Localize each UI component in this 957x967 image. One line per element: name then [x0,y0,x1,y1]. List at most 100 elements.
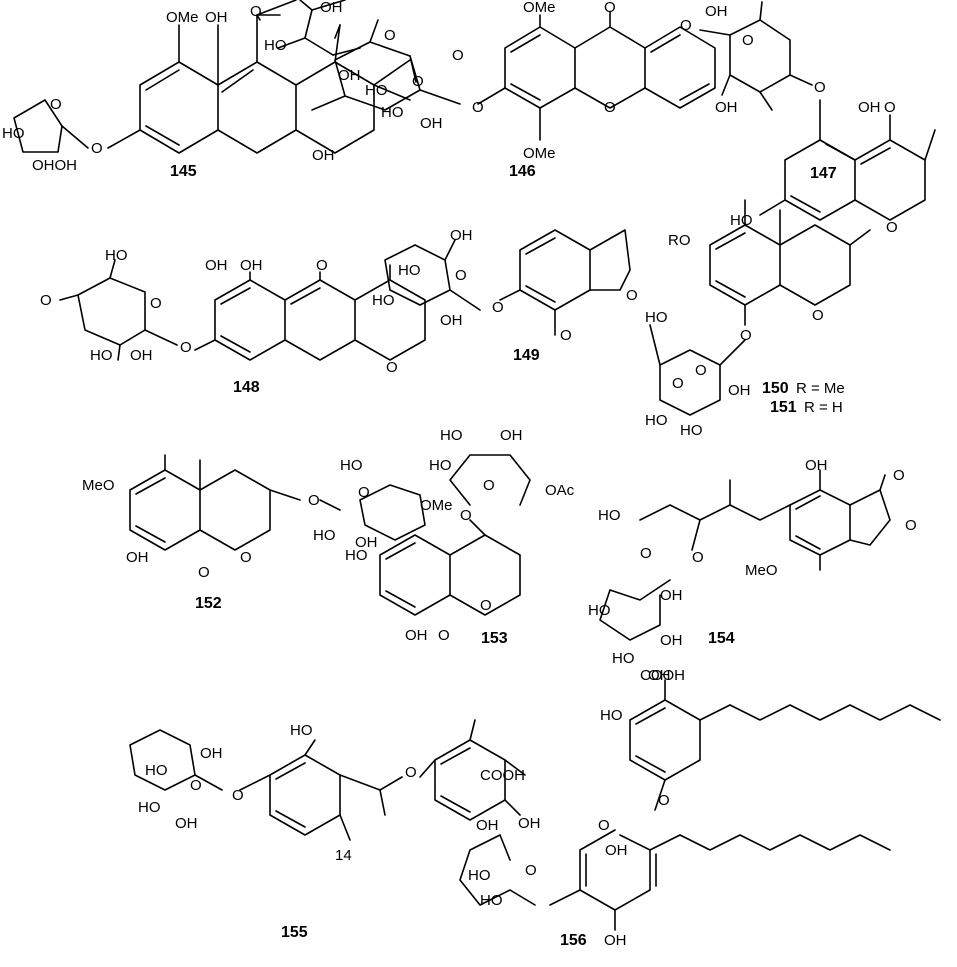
label-ho: HO [381,104,404,121]
label-o: O [692,549,704,566]
label-ho: HO [600,707,623,724]
label-ho: HO [730,212,753,229]
label-o: O [604,0,616,16]
label-ho: HO [645,412,668,429]
label-o: O [386,359,398,376]
label-o: O [560,327,572,344]
label-ho: HO [365,82,388,99]
label-o: O [316,257,328,274]
label-ho: HO [145,762,168,779]
label-o: O [604,99,616,116]
label-oh: OH [338,67,361,84]
label-o: O [905,517,917,534]
compound-145: OMe OH O O HO OHOH O OH 145 [2,0,411,180]
label-oh: OH [476,817,499,834]
compound-150-151: RO O O O HO O HO OH HO 150 R = Me 151 R … [645,199,871,439]
compound-number: 148 [233,379,260,396]
compound-number: 156 [560,932,587,949]
label-o: O [884,99,896,116]
label-o: O [384,27,396,44]
label-o: O [240,549,252,566]
label-oh: OH [605,842,628,859]
label-ho: HO [612,650,635,667]
label-o: O [814,79,826,96]
compound-155: OH HO O O O COOH HO OH HO OH 14 155 [129,719,526,941]
label-ome: OMe [523,145,556,162]
label-ho: HO [398,262,421,279]
compound-149: OH HO O HO OH O O O 149 [372,227,638,364]
label-oh: OH [240,257,263,274]
label-oh: OH [355,534,378,551]
compound-number: 155 [281,924,308,941]
label-o: O [483,477,495,494]
label-o: O [91,140,103,157]
label-ho: HO [345,547,368,564]
label-o: O [640,545,652,562]
compound-number: 146 [509,163,536,180]
label-ro: RO [668,232,691,249]
label-o: O [480,597,492,614]
label-ho: HO [680,422,703,439]
label-o: O [308,492,320,509]
label-o: O [455,267,467,284]
label-oh: OH [500,427,523,444]
label-o: O [232,787,244,804]
label-oh: OH [130,347,153,364]
compound-suffix: R = Me [796,380,845,397]
label-o: O [740,327,752,344]
label-o: O [40,292,52,309]
compound-154: OH HO O O O MeO O OH HO OH HO OH 154 [588,457,917,684]
label-o: O [742,32,754,49]
compound-number: 147 [810,165,837,182]
compound-148: OH OH O HO O O HO OH O O 148 [40,247,426,396]
label-ho: HO [645,309,668,326]
label-ho: HO [429,457,452,474]
label-o: O [658,792,670,809]
label-o: O [626,287,638,304]
label-oh: OH [728,382,751,399]
label-ho: HO [313,527,336,544]
label-oh: OH [660,632,683,649]
compound-number: 145 [170,163,197,180]
label-oh: OH [405,627,428,644]
label-o: O [405,764,417,781]
label-meo: MeO [82,477,115,494]
label-oh: OH [200,745,223,762]
label-o: O [893,467,905,484]
label-oh: OH [175,815,198,832]
label-ho: HO [2,125,25,142]
label-ho: HO [588,602,611,619]
label-oh: OH [320,0,343,16]
label-oh: OH [205,9,228,26]
label-o: O [150,295,162,312]
label-ho: HO [340,457,363,474]
label-o: O [472,99,484,116]
compound-number: 154 [708,630,735,647]
compound-number: 152 [195,595,222,612]
label-oh: OH [312,147,335,164]
label-ho: HO [372,292,395,309]
label-o: O [812,307,824,324]
label-oh: OH [805,457,828,474]
label-oh: OH [450,227,473,244]
label-oac: OAc [545,482,575,499]
label-meo: MeO [745,562,778,579]
label-cooh: COOH [480,767,525,784]
label-oh: OH [126,549,149,566]
label-ho: HO [480,892,503,909]
label-oh: OH [858,99,881,116]
label-o: O [598,817,610,834]
label-oh: OH [705,3,728,20]
label-ho: HO [440,427,463,444]
compound-153: HO OH HO O OAc O HO O OH O 153 [345,427,575,647]
label-o: O [492,299,504,316]
label-o: O [452,47,464,64]
label-ome: OMe [523,0,556,16]
label-o: O [190,777,202,794]
label-o: O [250,3,262,20]
label-ho: HO [598,507,621,524]
label-o: O [198,564,210,581]
label-oh: HO [290,722,313,739]
label-ho: HO [90,347,113,364]
